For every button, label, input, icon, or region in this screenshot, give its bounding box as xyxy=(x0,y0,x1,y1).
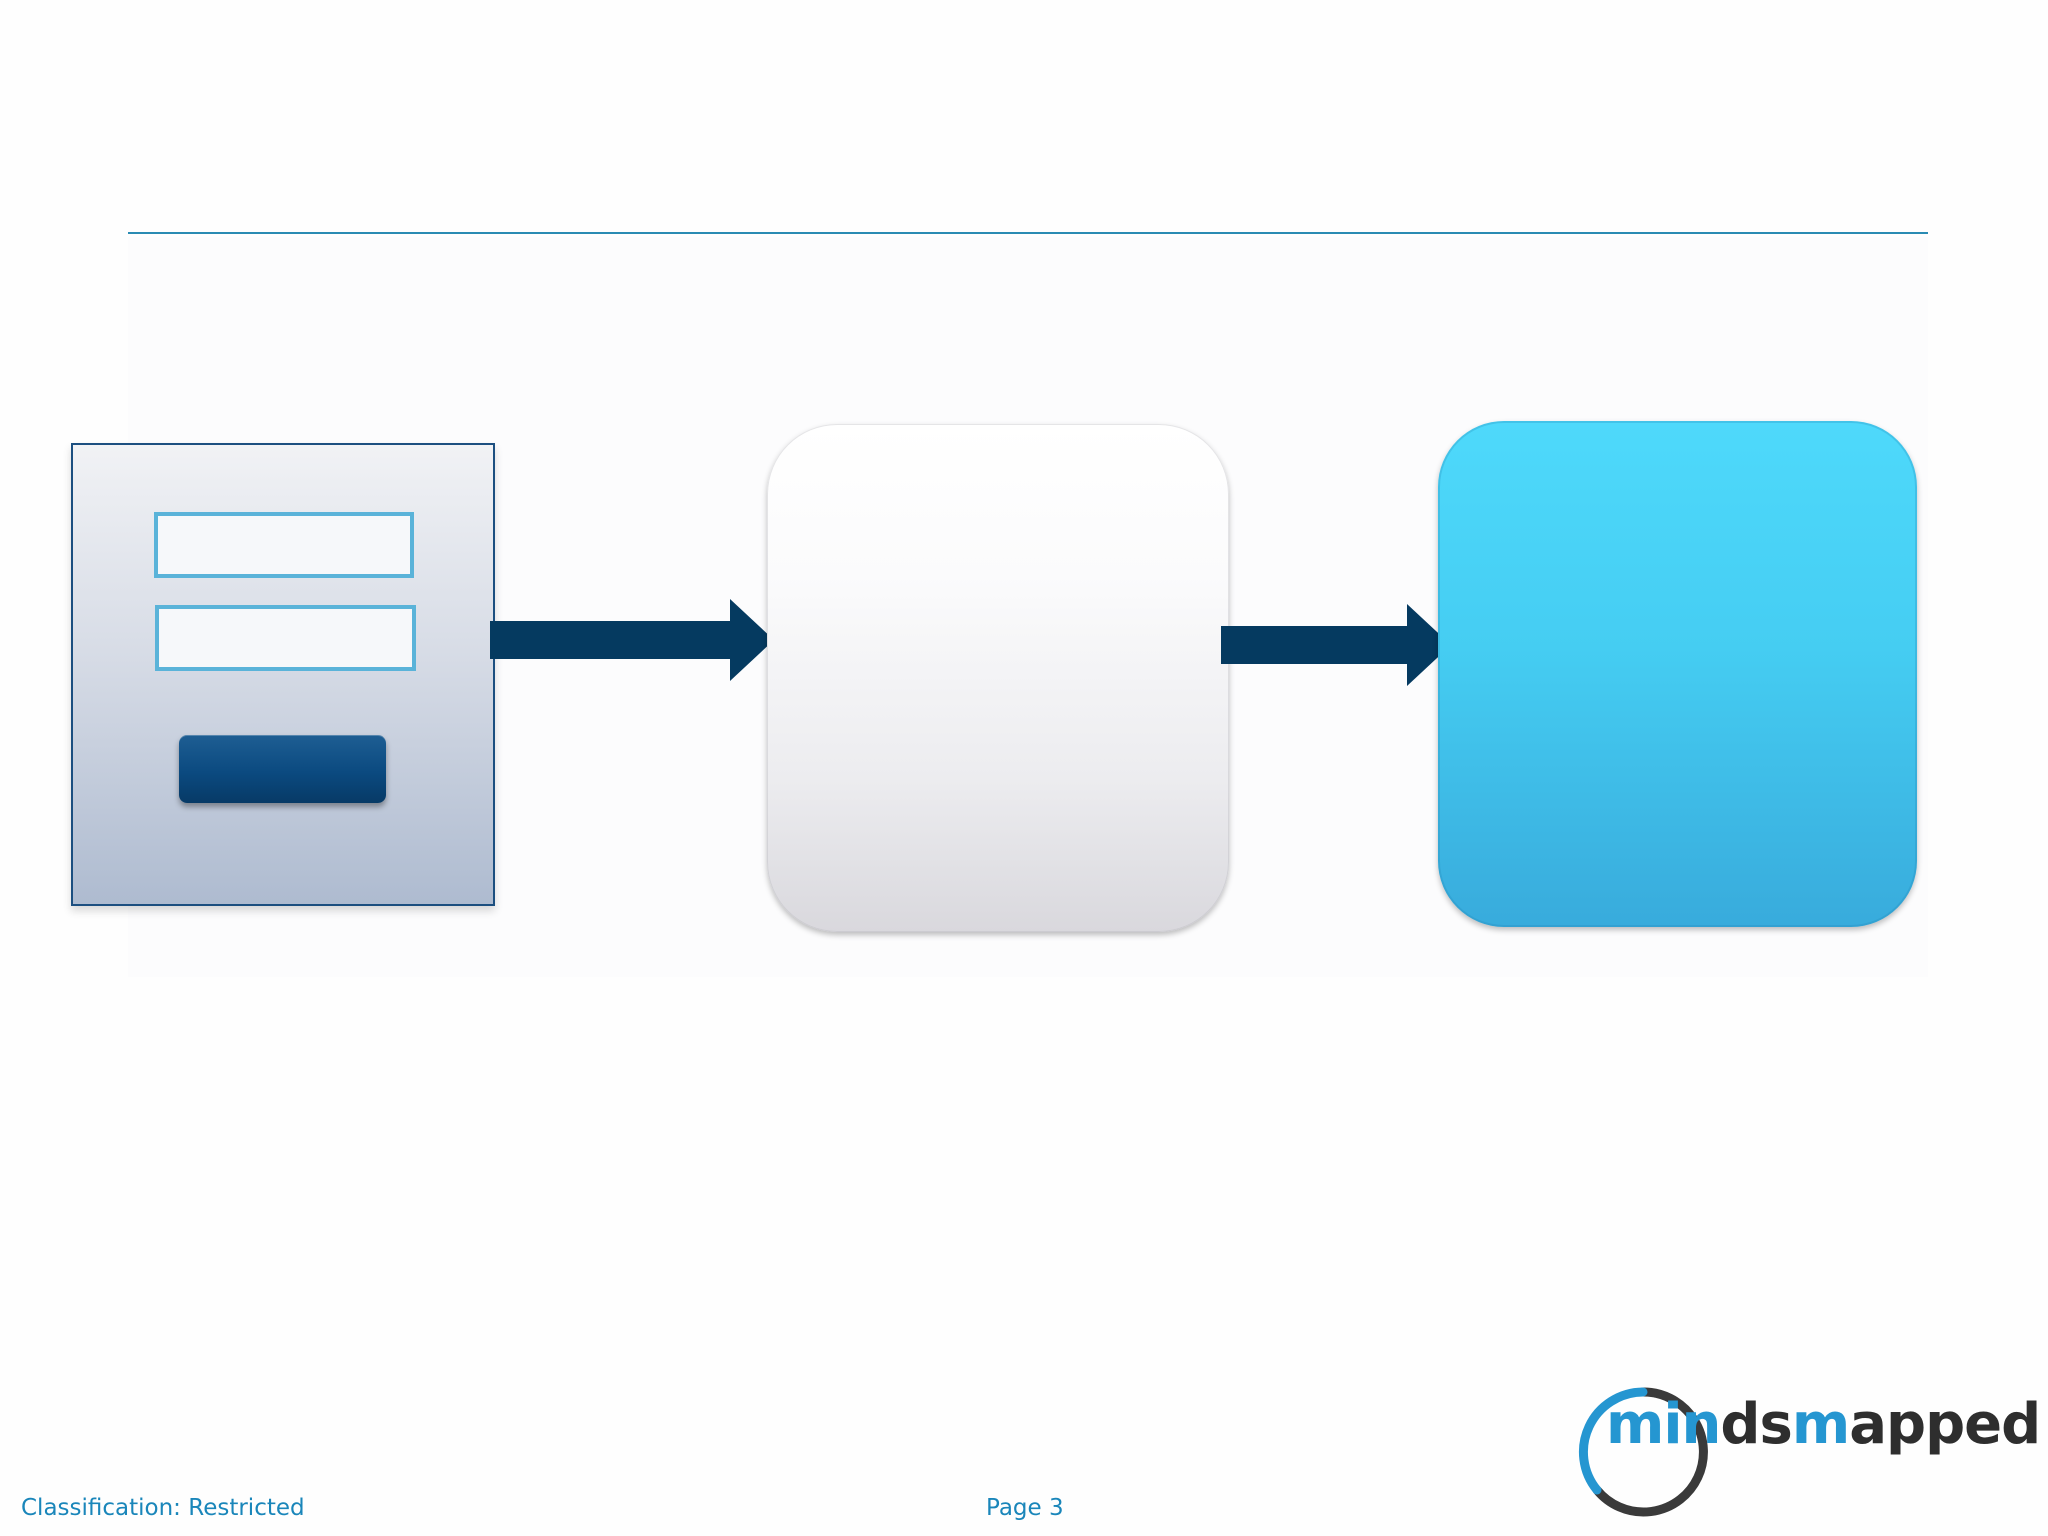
title-divider-line xyxy=(128,232,1928,234)
logo-text-part: m xyxy=(1791,1392,1850,1457)
page-number: Page 3 xyxy=(986,1495,1064,1521)
right-arrow-icon xyxy=(1221,604,1451,686)
login-button[interactable] xyxy=(179,735,386,803)
logo-text-part: apped xyxy=(1849,1392,2041,1457)
username-field[interactable] xyxy=(154,512,414,578)
login-form-panel xyxy=(71,443,495,906)
final-destination-box xyxy=(1438,421,1917,927)
classification-label: Classification: Restricted xyxy=(21,1495,305,1521)
password-field[interactable] xyxy=(155,605,416,671)
circle-ring-logo-icon xyxy=(1578,1387,1708,1517)
middle-process-box xyxy=(767,424,1229,932)
logo-wordmark: mindsmapped xyxy=(1606,1397,2041,1453)
mindsmapped-logo: mindsmapped xyxy=(1574,1383,2041,1519)
logo-text-part: min xyxy=(1606,1392,1721,1457)
right-arrow-icon xyxy=(490,599,774,681)
logo-text-part: ds xyxy=(1720,1392,1792,1457)
